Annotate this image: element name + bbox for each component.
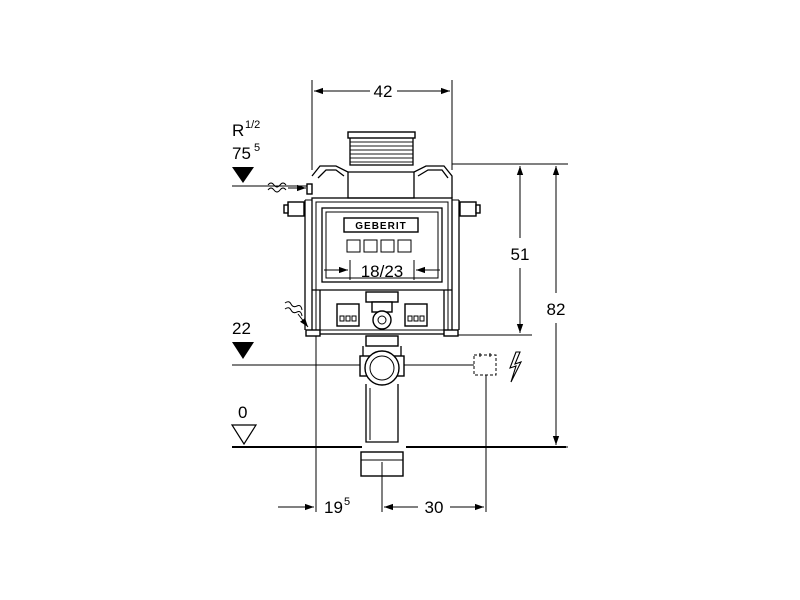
drain-level-marker: 22	[232, 319, 474, 366]
brand-label: GEBERIT	[355, 221, 406, 232]
supply-level-marker: R 1/2 75 5	[232, 119, 310, 187]
drain-water-icon	[284, 301, 309, 328]
cistern-frame: GEBERIT	[283, 131, 481, 337]
height-total-label: 82	[547, 300, 566, 319]
supply-height-label: 75	[232, 144, 251, 163]
offset-left-label: 19	[324, 498, 343, 517]
floor-level-label: 0	[238, 403, 247, 422]
water-supply-icon	[267, 182, 306, 193]
supply-thread-main: R	[232, 121, 244, 140]
electric-box	[473, 353, 497, 512]
svg-text:R: R	[232, 121, 244, 140]
offset-right-label: 30	[425, 498, 444, 517]
supply-thread-fraction: 1/2	[245, 119, 260, 131]
drain-pipe	[359, 335, 405, 477]
dimension-width-top: 42	[311, 80, 453, 170]
level-marker-icon	[230, 424, 258, 446]
height-frame-label: 51	[511, 245, 530, 264]
dimension-bottom: 19 5 30	[278, 336, 484, 517]
level-marker-icon	[232, 342, 254, 359]
flush-size-label: 18/23	[361, 262, 404, 281]
floor-level-marker: 0	[230, 403, 566, 448]
dimension-right: 51 82	[410, 163, 568, 448]
dimension-flush-size: 18/23	[324, 260, 440, 281]
width-top-label: 42	[374, 82, 393, 101]
drain-height-label: 22	[232, 319, 251, 338]
offset-left-sup: 5	[344, 496, 350, 508]
level-marker-icon	[232, 167, 254, 183]
electric-icon	[509, 351, 523, 383]
supply-height-sup: 5	[254, 142, 260, 154]
